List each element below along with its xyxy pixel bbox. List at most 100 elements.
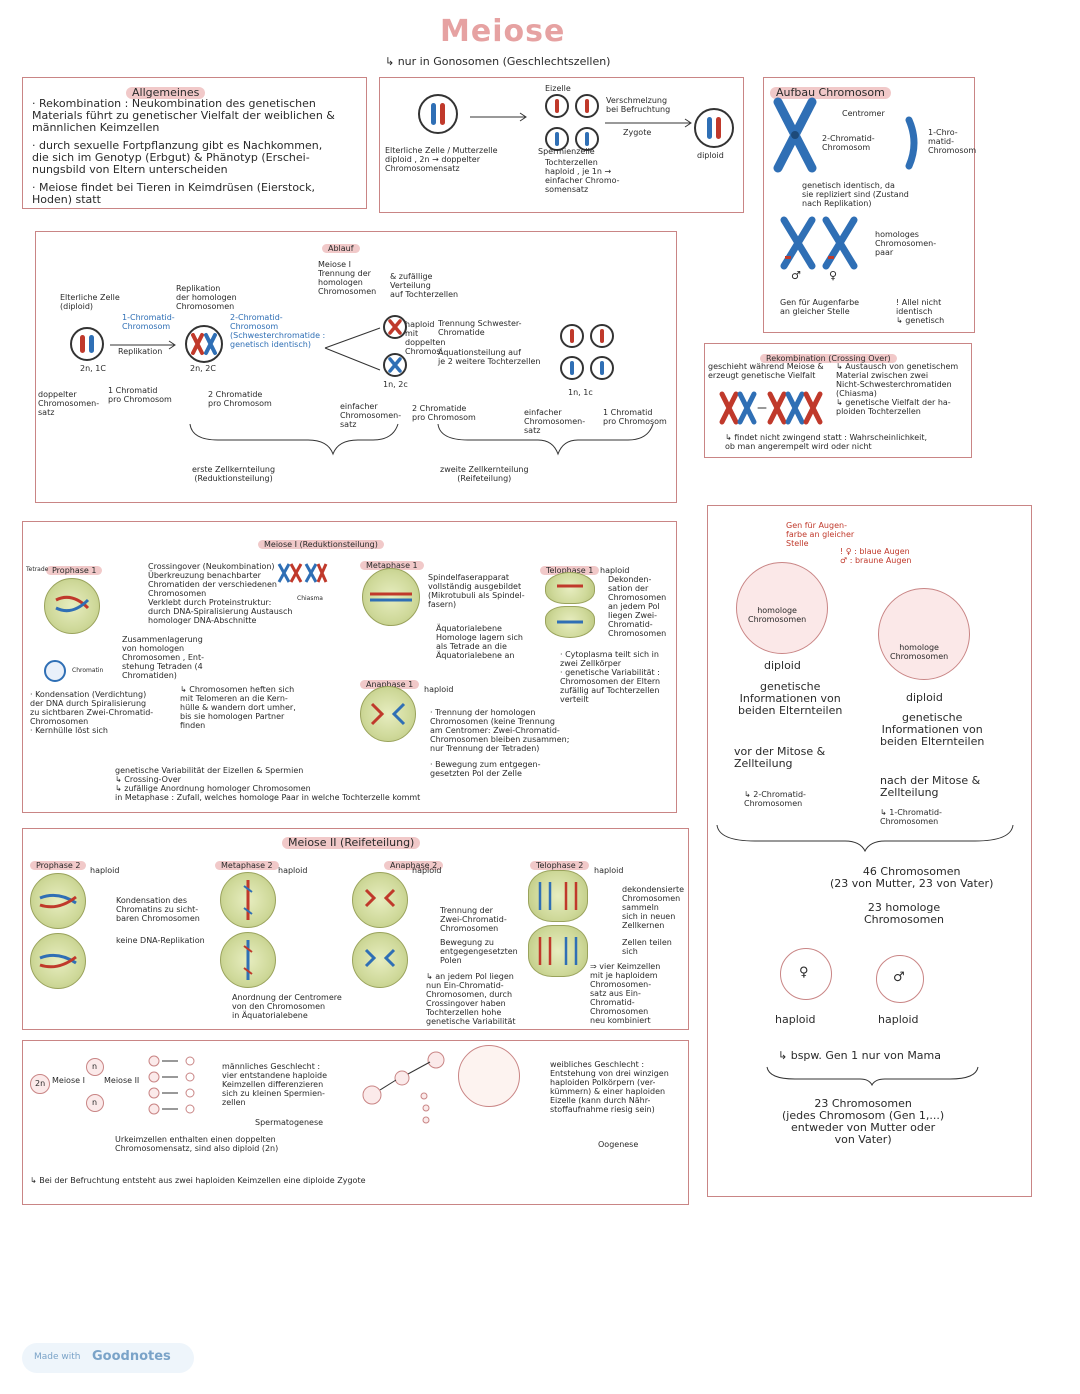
doppelter-label: doppelter Chromosomen- satz (38, 390, 100, 417)
meiose-i-label: Meiose I (52, 1076, 85, 1085)
brace-icon (766, 1066, 979, 1087)
anaphase1-haploid: haploid (424, 685, 454, 694)
gen-label: Gen für Augen- farbe an gleicher Stelle (786, 521, 855, 548)
genese-section (22, 1040, 689, 1205)
telophase1-heading: Telophase 1 (540, 566, 600, 575)
urkeimzelle-icon (30, 1074, 50, 1094)
telophase2-chromosomes (538, 882, 578, 965)
chromosome-x-icon (773, 97, 817, 173)
anordnung-label: Anordnung der Centromere von den Chromos… (232, 993, 342, 1020)
einfacher-label-1: einfacher Chromosomen- satz (340, 402, 402, 429)
rekombination-bottom: ↳ findet nicht zwingend statt : Wahrsche… (725, 433, 928, 451)
zwei-chromatid-label: 2-Chromatid- Chromosom (Schwesterchromat… (230, 313, 326, 349)
telophase2-heading: Telophase 2 (530, 861, 590, 870)
n1c2-label: 1n, 2c (383, 380, 408, 389)
telophase1-cell (545, 572, 595, 604)
count23-label: 23 Chromosomen (jedes Chromosom (Gen 1,.… (782, 1097, 945, 1146)
homologes-label: homologes Chromosomen- paar (875, 230, 937, 257)
telophase2-cell (528, 870, 588, 922)
identisch-label: genetisch identisch, da sie repliziert s… (802, 181, 909, 208)
prophase1-chromosomes (55, 595, 90, 613)
info-label-2: genetische Informationen von beiden Elte… (880, 711, 985, 748)
meiose1-chromosomes (388, 319, 402, 373)
spermatocyte-icon (86, 1094, 104, 1112)
rekombination-left: geschieht während Meiose & erzeugt genet… (708, 362, 824, 380)
elterliche-zelle-label: Elterliche Zelle / Mutterzelle diploid ,… (385, 146, 498, 173)
heften-label: ↳ Chromosomen heften sich mit Telomeren … (180, 685, 296, 730)
homologous-pair-icon (780, 216, 858, 270)
replicated-cell (185, 325, 223, 363)
chromatid-icon (905, 116, 918, 170)
anaphase2-cell (352, 872, 408, 928)
zwei-chromatid-label: ↳ 2-Chromatid- Chromosomen (744, 790, 806, 808)
allgemeines-item: · Meiose findet bei Tieren in Keimdrüsen… (32, 181, 315, 206)
metaphase1-cell (362, 568, 420, 626)
homologe-label-1: homologe Chromosomen (748, 606, 807, 624)
info-label-1: genetische Informationen von beiden Elte… (738, 680, 843, 717)
page-title: Meiose (440, 14, 566, 49)
brace-icon (189, 423, 654, 456)
parent-cell (418, 94, 458, 134)
pro-chromosom-2: 2 Chromatide pro Chromosom (208, 390, 272, 408)
einfacher-label-2: einfacher Chromosomen- satz (524, 408, 586, 435)
spermium-icon (876, 955, 924, 1003)
arrow-icon (470, 112, 527, 122)
haploid-label-1: haploid (775, 1013, 816, 1026)
anaphase2-heading: Anaphase 2 (384, 861, 444, 870)
anaphase2-haploid: haploid (412, 866, 442, 875)
eizelle-label: Eizelle (545, 84, 571, 93)
diploid-label-2: diploid (906, 691, 943, 704)
pro-chromosom-4: 1 Chromatid pro Chromosom (603, 408, 667, 426)
tetrade-label: Tetrade (26, 566, 49, 573)
meiose2-section (22, 828, 689, 1030)
chromatin-icon (44, 660, 66, 682)
ein-chromatid-label: ↳ 1-Chromatid- Chromosomen (880, 808, 942, 826)
spermatocyte-icon (86, 1058, 104, 1076)
crossing-over-label: Crossingover (Neukombination) Überkreuzu… (148, 562, 293, 625)
replikation-top-label: Replikation der homologen Chromosomen (176, 284, 237, 311)
homologe-label-2: homologe Chromosomen (890, 643, 949, 661)
zygote-cell (694, 108, 734, 148)
aequations-label: Äquationsteilung auf je 2 weitere Tochte… (438, 348, 541, 366)
oogenese-diagram (362, 1051, 445, 1124)
gen-label: Gen für Augenfarbe an gleicher Stelle (780, 298, 860, 316)
prophase2-chromosomes (39, 893, 77, 969)
vor-mitose-label: vor der Mitose & Zellteilung (734, 745, 826, 770)
prophase2-cell (30, 933, 86, 989)
ablauf-heading: Ablauf (322, 244, 360, 253)
tetrade-icon (277, 563, 328, 583)
telophase2-cell (528, 925, 588, 977)
metaphase2-heading: Metaphase 2 (215, 861, 279, 870)
ein-chromatid-label: 1-Chromatid- Chromosom (122, 313, 175, 331)
metaphase2-chromosomes (243, 880, 253, 980)
prophase2-heading: Prophase 2 (30, 861, 87, 870)
rekombination-right: ↳ Austausch von genetischem Material zwi… (836, 362, 959, 416)
sperm-cell (575, 127, 599, 151)
brace-icon (716, 824, 1014, 853)
erste-label: erste Zellkernteilung (Reduktionsteilung… (192, 465, 276, 483)
gamete-chromosomes (555, 99, 589, 146)
zellen-teilen-label: Zellen teilen sich (622, 938, 672, 956)
split-arrows (324, 327, 381, 371)
allgemeines-heading: Allgemeines (126, 87, 206, 99)
replikation-label: Replikation (118, 347, 163, 356)
homologe23-label: 23 homologe Chromosomen (864, 901, 945, 926)
made-with-label: Made with (34, 1352, 81, 1362)
trennung-label: Trennung Schwester- Chromatide (438, 319, 522, 337)
zwei-chromatid-label: 2-Chromatid- Chromosom (822, 134, 875, 152)
maennlich-label: männliches Geschlecht : vier entstandene… (222, 1062, 328, 1107)
meiose-i-label: Meiose I Trennung der homologen Chromoso… (318, 260, 377, 296)
bspw-label: ↳ bspw. Gen 1 nur von Mama (778, 1049, 942, 1062)
goodnotes-brand: Goodnotes (92, 1349, 171, 1364)
meiose2-heading: Meiose II (Reifeteilung) (282, 837, 421, 849)
prophase1-heading: Prophase 1 (46, 566, 103, 575)
trennung-label: Trennung der Zwei-Chromatid- Chromosomen (440, 906, 507, 933)
chromatin-label: Chromatin (72, 667, 104, 674)
diploid-label-1: diploid (764, 659, 801, 672)
vertical-label: haploid mit doppelten Chromos. (405, 320, 446, 356)
zusammenlagerung-label: Zusammenlagerung von homologen Chromosom… (122, 635, 204, 680)
n2c1-label: 2n, 1C (80, 364, 106, 373)
goodnotes-badge[interactable] (22, 1343, 194, 1373)
meiose1-heading: Meiose I (Reduktionsteilung) (258, 540, 384, 549)
meiose2-chromosomes (570, 329, 604, 375)
